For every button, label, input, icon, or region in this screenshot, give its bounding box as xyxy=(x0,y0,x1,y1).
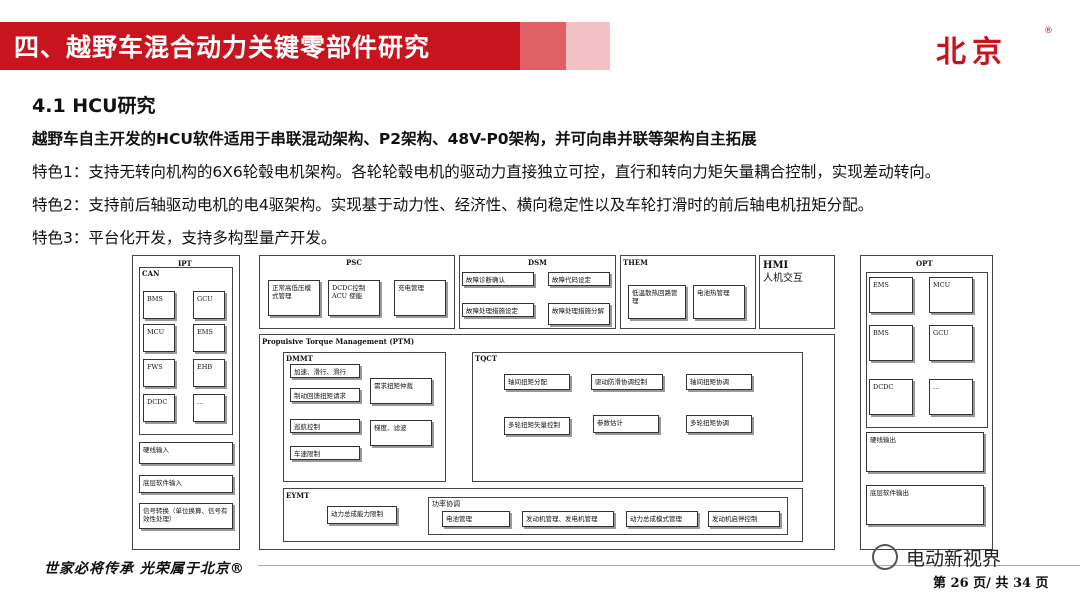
opt-item: ... xyxy=(929,379,973,415)
ipt-signal-convert: 信号转换（单位换算、信号有效性处理） xyxy=(139,503,233,529)
dsm-item: 故障处理措施分解 xyxy=(548,303,610,325)
opt-item: GCU xyxy=(929,325,973,361)
eymt-title: EYMT xyxy=(286,491,310,500)
eymt-item: 发动机管理、发电机管理 xyxy=(522,511,614,527)
section-summary: 越野车自主开发的HCU软件适用于串联混动架构、P2架构、48V-P0架构，并可向… xyxy=(32,130,757,148)
opt-hw-output: 硬线输出 xyxy=(866,432,984,472)
dmmt-item: 梯度、滤波 xyxy=(370,420,432,446)
opt-sw-output: 底层软件输出 xyxy=(866,485,984,525)
footer-slogan: 世家必将传承 光荣属于北京® xyxy=(44,561,245,577)
opt-item: EMS xyxy=(869,277,913,313)
dmmt-item: 车速限制 xyxy=(290,446,360,460)
ipt-item: ... xyxy=(193,394,225,422)
hmi-block: HMI 人机交互 xyxy=(759,255,835,329)
them-item: 电池热管理 xyxy=(693,285,745,319)
dmmt-item: 制动回馈扭矩请求 xyxy=(290,388,360,402)
ipt-sw-input: 底层软件输入 xyxy=(139,475,233,493)
ptm-title: Propulsive Torque Management (PTM) xyxy=(262,337,415,346)
tqct-item: 驱动防滑协调控制 xyxy=(591,374,663,390)
ipt-item: BMS xyxy=(143,291,175,319)
ipt-can-label: CAN xyxy=(142,269,160,278)
eymt-coord-title: 功率协调 xyxy=(432,500,460,508)
eymt-item: 动力总成模式管理 xyxy=(626,511,698,527)
psc-item: DCDC控制 ACU 使能 xyxy=(328,280,380,316)
opt-item: MCU xyxy=(929,277,973,313)
tqct-item: 多轮扭矩矢量控制 xyxy=(504,417,570,435)
section-subtitle: 4.1 HCU研究 xyxy=(32,95,156,117)
eymt-power-limit: 动力总成能力限制 xyxy=(327,506,397,524)
opt-title: OPT xyxy=(916,259,933,268)
ipt-title: IPT xyxy=(178,259,192,268)
dmmt-item: 需求扭矩仲裁 xyxy=(370,378,432,404)
brand-logo: 北京 xyxy=(936,35,1008,70)
ipt-item: GCU xyxy=(193,291,225,319)
psc-item: 充电管理 xyxy=(394,280,446,316)
tqct-item: 多轮扭矩协调 xyxy=(686,415,752,433)
dmmt-title: DMMT xyxy=(286,354,313,363)
ipt-hw-input: 硬线输入 xyxy=(139,442,233,464)
dsm-item: 故障诊断确认 xyxy=(462,272,534,286)
header-bar xyxy=(0,22,520,70)
hmi-title: HMI xyxy=(763,260,789,271)
tqct-title: TQCT xyxy=(475,354,498,363)
dsm-title: DSM xyxy=(528,258,547,267)
opt-item: BMS xyxy=(869,325,913,361)
psc-item: 正常高低压模式管理 xyxy=(268,280,320,316)
wechat-icon xyxy=(872,544,898,570)
tqct-item: 轴间扭矩协调 xyxy=(686,374,752,390)
brand-reg-mark: ® xyxy=(1044,26,1053,36)
tqct-item: 轴间扭矩分配 xyxy=(504,374,570,390)
hmi-subtitle: 人机交互 xyxy=(763,273,803,284)
footer-divider xyxy=(258,565,1080,566)
ipt-item: EMS xyxy=(193,324,225,352)
dmmt-item: 巡航控制 xyxy=(290,419,360,433)
ipt-item: EHB xyxy=(193,359,225,387)
ipt-item: MCU xyxy=(143,324,175,352)
wechat-account-name: 电动新视界 xyxy=(906,548,1002,570)
ipt-item: FWS xyxy=(143,359,175,387)
header-stripe xyxy=(566,22,610,70)
eymt-item: 电池管理 xyxy=(442,511,510,527)
feature-1: 特色1：支持无转向机构的6X6轮毂电机架构。各轮轮毂电机的驱动力直接独立可控，直… xyxy=(32,163,941,181)
eymt-item: 发动机启停控制 xyxy=(708,511,780,527)
tqct-item: 参数估计 xyxy=(593,415,659,433)
ipt-item: DCDC xyxy=(143,394,175,422)
feature-3: 特色3：平台化开发，支持多构型量产开发。 xyxy=(32,229,337,247)
them-title: THEM xyxy=(623,258,648,267)
header-stripe xyxy=(520,22,566,70)
them-item: 低温散热回路管理 xyxy=(628,285,686,319)
dsm-item: 故障代码设定 xyxy=(548,272,610,286)
psc-title: PSC xyxy=(346,258,362,267)
dmmt-item: 加速、滑行、滑行 xyxy=(290,364,360,378)
page-title: 四、越野车混合动力关键零部件研究 xyxy=(14,33,431,62)
feature-2: 特色2：支持前后轴驱动电机的电4驱架构。实现基于动力性、经济性、横向稳定性以及车… xyxy=(32,196,874,214)
dsm-item: 故障处理措施设定 xyxy=(462,303,534,317)
opt-item: DCDC xyxy=(869,379,913,415)
page-number: 第 26 页/ 共 34 页 xyxy=(933,576,1049,591)
